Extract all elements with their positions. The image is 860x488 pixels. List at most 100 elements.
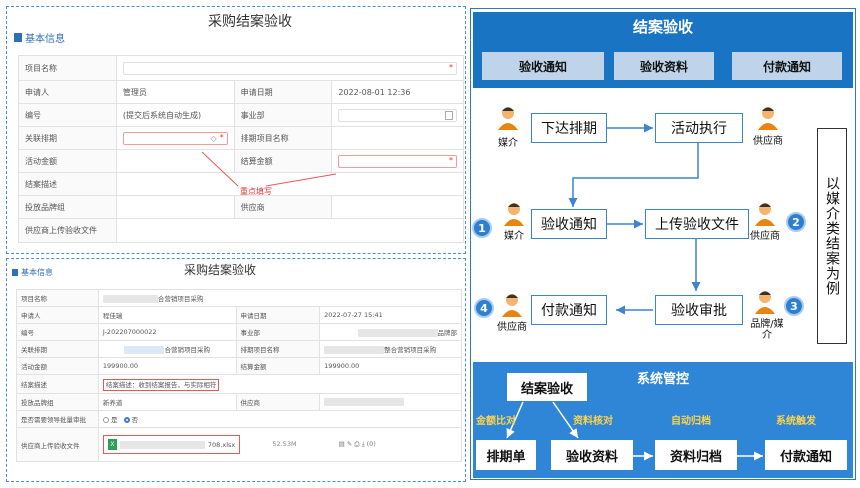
document-icon xyxy=(14,33,22,42)
label-activity-amount: 活动金额 xyxy=(16,357,99,375)
person-icon xyxy=(758,107,778,130)
schedule-project-value: 整合营销项目采购 xyxy=(319,340,462,358)
redacted-text xyxy=(324,398,405,406)
apply-date-value: 2022-08-01 12:36 xyxy=(331,80,464,104)
radio-yes[interactable] xyxy=(123,417,130,423)
sys-closing-acceptance: 结案验收 xyxy=(507,373,587,401)
edit-icon[interactable]: ✎ xyxy=(346,440,353,448)
download-count: (0) xyxy=(366,440,376,448)
download-icon[interactable]: ⤓ xyxy=(361,440,365,448)
redacted-text xyxy=(124,346,165,354)
project-name-input[interactable]: * xyxy=(122,61,457,75)
person-icon xyxy=(502,294,522,317)
redacted-text xyxy=(102,295,158,303)
file-ext: 708.xlsx xyxy=(207,440,236,449)
picker-icon[interactable] xyxy=(445,110,453,120)
applicant-value[interactable]: 程佳瑞 xyxy=(97,306,237,324)
closing-desc-field[interactable] xyxy=(115,172,465,196)
tab-accept-notice[interactable]: 验收通知 xyxy=(482,52,604,80)
form2-table: 项目名称 合营销项目采购 申请人 程佳瑞 申请日期 2022-07-27 15:… xyxy=(16,289,463,462)
person-icon xyxy=(755,291,775,314)
flow-issue-schedule: 下达排期 xyxy=(531,113,607,143)
actor-media-2: 媒介 xyxy=(504,231,524,242)
label-upload: 供应商上传验收文件 xyxy=(16,427,99,462)
label-system-trigger: 系统触发 xyxy=(776,416,816,427)
label-upload: 供应商上传验收文件 xyxy=(18,218,117,243)
actor-supplier-3: 供应商 xyxy=(497,322,527,333)
document-icon xyxy=(12,269,18,276)
note-key-fill: 重点填写 xyxy=(240,187,272,196)
flow-payment-notice: 付款通知 xyxy=(531,295,607,325)
settle-amount-input[interactable]: * xyxy=(338,154,457,168)
label-settle-amount: 结算金额 xyxy=(233,149,333,173)
flow-upload-files: 上传验收文件 xyxy=(645,209,749,239)
redacted-text xyxy=(324,346,385,354)
actor-supplier-2: 供应商 xyxy=(750,231,780,242)
label-applicant: 申请人 xyxy=(16,306,99,324)
section-title: 基本信息 xyxy=(21,268,53,277)
step-1-badge: 1 xyxy=(472,218,492,238)
redacted-text xyxy=(119,440,205,449)
tab-accept-files[interactable]: 验收资料 xyxy=(614,52,714,80)
supplier-value xyxy=(319,393,462,411)
radio-no[interactable] xyxy=(102,417,109,423)
actor-media-1: 媒介 xyxy=(498,138,518,149)
label-leader-approval: 是否需要领导批量审批 xyxy=(16,410,99,428)
apply-date-value: 2022-07-27 15:41 xyxy=(319,306,462,324)
flow-accept-approval: 验收审批 xyxy=(655,295,743,325)
step-4-badge: 4 xyxy=(474,298,494,318)
settle-amount-value: 199900.00 xyxy=(319,357,462,375)
sys-accept-files: 验收资料 xyxy=(551,440,633,470)
label-brand: 投放品牌组 xyxy=(18,195,117,219)
label-amount-compare: 金额比对 xyxy=(476,416,516,427)
person-icon xyxy=(498,107,518,130)
preview-icon[interactable]: ▤ xyxy=(338,440,345,448)
activity-amount-value: 199900.00 xyxy=(97,357,237,375)
label-linked-schedule: 关联排期 xyxy=(18,126,117,150)
label-division: 事业部 xyxy=(235,323,321,341)
label-file-check: 资料核对 xyxy=(573,416,613,427)
label-linked-schedule: 关联排期 xyxy=(16,340,99,358)
form2-panel xyxy=(6,258,466,482)
print-icon[interactable]: ⎙ xyxy=(354,440,360,448)
label-supplier: 供应商 xyxy=(233,195,333,219)
label-project-name: 项目名称 xyxy=(18,55,117,81)
label-closing-desc: 结案描述 xyxy=(16,374,99,394)
project-name-value: 合营销项目采购 xyxy=(97,289,463,307)
label-activity-amount: 活动金额 xyxy=(18,149,117,173)
excel-icon: X xyxy=(107,439,117,450)
file-entry[interactable]: X 708.xlsx xyxy=(102,435,241,454)
tag-icon[interactable]: ◇ xyxy=(210,133,217,143)
actor-brand-media: 品牌/媒 介 xyxy=(750,319,784,341)
label-brand: 投放品牌组 xyxy=(16,393,99,411)
actor-supplier-1: 供应商 xyxy=(753,136,783,147)
sys-payment-notice: 付款通知 xyxy=(765,440,847,470)
form2-title: 采购结案验收 xyxy=(183,263,256,277)
upload-area[interactable] xyxy=(115,218,465,243)
highlight-connector xyxy=(201,151,337,187)
form1-section-header: 基本信息 xyxy=(14,30,65,45)
label-auto-archive: 自动归档 xyxy=(671,416,711,427)
linked-schedule-value[interactable]: 合营销项目采购 xyxy=(97,340,237,358)
sys-schedule-sheet: 排期单 xyxy=(476,440,536,470)
form2-section-header: 基本信息 xyxy=(12,267,53,278)
division-value: 品牌部 xyxy=(319,323,462,341)
side-note: 以媒介类结案为例 xyxy=(817,128,847,344)
flow-accept-notice: 验收通知 xyxy=(531,209,607,239)
label-apply-date: 申请日期 xyxy=(235,306,321,324)
form1-table: 项目名称 * 申请人 管理员 申请日期 2022-08-01 12:36 编号 … xyxy=(18,55,465,243)
step-3-badge: 3 xyxy=(784,296,804,316)
linked-schedule-input[interactable]: ◇* xyxy=(122,131,228,145)
label-settle-amount: 结算金额 xyxy=(235,357,321,375)
division-input[interactable] xyxy=(338,108,457,122)
person-icon xyxy=(755,203,775,226)
label-number: 编号 xyxy=(16,323,99,341)
system-control-title: 系统管控 xyxy=(636,372,689,387)
tab-payment-notice[interactable]: 付款通知 xyxy=(732,52,842,80)
form1-panel xyxy=(6,6,466,254)
label-project-name: 项目名称 xyxy=(16,289,99,307)
form1-title: 采购结案验收 xyxy=(208,14,292,30)
file-actions: ▤ ✎ ⎙ ⤓ (0) xyxy=(339,440,376,448)
sys-archive: 资料归档 xyxy=(655,440,737,470)
label-division: 事业部 xyxy=(233,103,333,127)
